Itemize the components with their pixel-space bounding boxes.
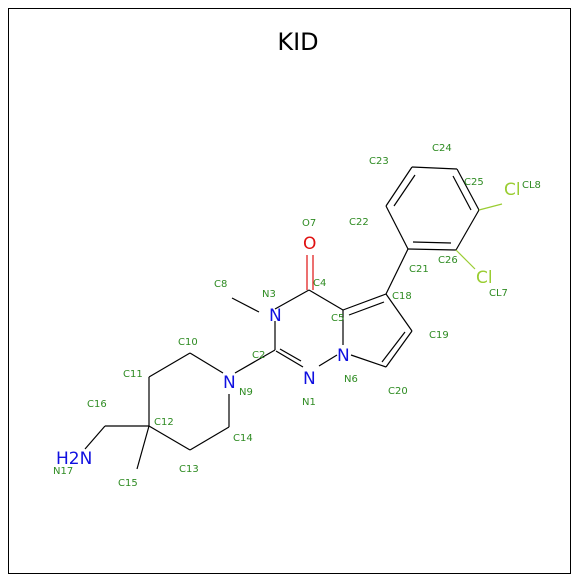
bond-c18-c19 — [385, 293, 413, 332]
atom-symbol-n17: H2N — [56, 449, 92, 469]
atom-label-n17: N17 — [53, 466, 73, 477]
atom-label-n6: N6 — [344, 374, 358, 385]
atom-label-n9: N9 — [239, 387, 253, 398]
atom-label-c26: C26 — [438, 255, 458, 266]
heavy-atoms: N O N N N Cl Cl H2N — [56, 180, 521, 469]
atom-label-cl7: CL7 — [489, 288, 508, 299]
bond-c5-c18-b — [348, 301, 385, 316]
atom-label-c14: C14 — [233, 433, 253, 444]
bonds — [84, 166, 503, 470]
bond-c12-c15 — [136, 425, 150, 470]
atom-label-c4: C4 — [313, 278, 326, 289]
atom-label-c8: C8 — [214, 279, 227, 290]
atom-label-c15: C15 — [118, 478, 138, 489]
bond-c22-c23 — [385, 166, 413, 207]
bond-c5-c18-a — [342, 293, 387, 311]
atom-labels: O7 C4 C8 N3 C5 C18 C21 C26 CL7 C25 CL8 C… — [53, 143, 541, 489]
atom-symbol-n3: N — [269, 306, 282, 326]
atom-label-c24: C24 — [432, 143, 452, 154]
bond-c21-c22 — [385, 205, 409, 250]
atom-label-c20: C20 — [388, 386, 408, 397]
bond-c26-cl7 — [455, 249, 476, 270]
diagram-title: KID — [277, 28, 318, 56]
atom-label-c5: C5 — [331, 313, 344, 324]
atom-label-n1: N1 — [302, 397, 316, 408]
bond-c24-c25-inner — [452, 175, 472, 211]
atom-label-c10: C10 — [178, 337, 198, 348]
bond-n9-c10 — [189, 352, 224, 374]
bond-n6-n1 — [318, 354, 338, 367]
atom-label-c13: C13 — [179, 464, 199, 475]
atom-symbol-cl7: Cl — [476, 268, 493, 288]
bond-c20-n6 — [350, 354, 387, 368]
bond-c16-n17 — [84, 425, 106, 450]
bond-n3-c4 — [274, 289, 310, 310]
bond-c18-c21 — [385, 248, 409, 295]
bond-c26-c21 — [407, 248, 457, 251]
bond-c25-cl8 — [478, 203, 503, 211]
atom-symbol-cl8: Cl — [504, 180, 521, 200]
bond-c19-c20-b — [381, 331, 406, 363]
bond-c24-c25 — [456, 168, 480, 211]
atom-label-c23: C23 — [369, 156, 389, 167]
molecule-frame: KID — [8, 8, 571, 574]
bond-c2-n9 — [234, 349, 276, 374]
atom-label-c16: C16 — [87, 399, 107, 410]
bond-c4-c5 — [308, 289, 344, 311]
atom-label-c25: C25 — [464, 177, 484, 188]
atom-label-c11: C11 — [123, 369, 143, 380]
bond-c19-c20-a — [385, 330, 413, 368]
bond-n1-c2-a — [275, 350, 304, 368]
atom-label-c19: C19 — [429, 330, 449, 341]
bond-c8-n3 — [231, 297, 260, 313]
atom-symbol-n6: N — [337, 346, 350, 366]
atom-label-c12: C12 — [154, 417, 174, 428]
atom-symbol-n9: N — [223, 373, 236, 393]
atom-label-c2: C2 — [252, 350, 265, 361]
atom-label-c22: C22 — [349, 217, 369, 228]
bond-c10-c11 — [148, 352, 191, 378]
atom-label-cl8: CL8 — [522, 180, 541, 191]
bond-n1-c2-b — [279, 348, 302, 362]
bond-c22-c23-inner — [393, 174, 416, 207]
bond-c12-c13 — [148, 425, 191, 451]
atom-label-c18: C18 — [392, 291, 412, 302]
bond-c26-c21-inner — [412, 241, 452, 244]
atom-symbol-o7: O — [303, 234, 316, 254]
atom-label-n3: N3 — [262, 289, 276, 300]
atom-symbol-n1: N — [303, 369, 316, 389]
bond-c23-c24 — [411, 166, 458, 170]
bond-c13-c14 — [189, 426, 230, 451]
bond-c25-c26 — [455, 209, 480, 251]
atom-label-c21: C21 — [409, 264, 429, 275]
molecule-diagram: KID — [53, 28, 541, 489]
atom-label-o7: O7 — [302, 218, 316, 229]
